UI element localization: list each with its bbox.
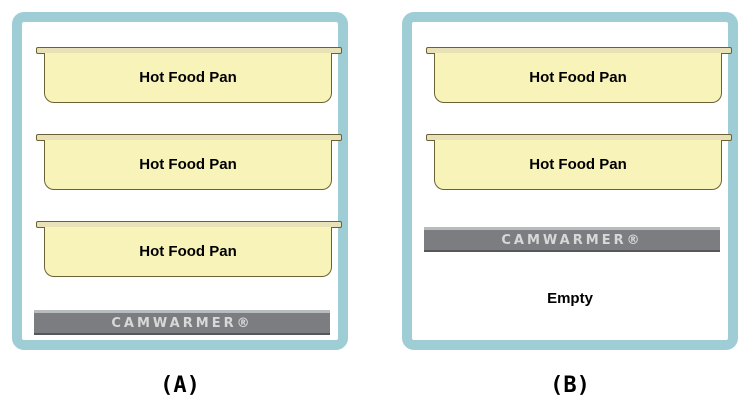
caption-a: (A)	[160, 373, 200, 398]
pan-label: Hot Food Pan	[434, 140, 722, 190]
pan-label: Hot Food Pan	[44, 227, 332, 277]
caption-b: (B)	[550, 373, 590, 398]
empty-slot-label: Empty	[547, 290, 593, 307]
camwarmer-insert: CAMWARMER®	[424, 227, 720, 252]
pan-label: Hot Food Pan	[44, 53, 332, 103]
cabinet-a: Hot Food Pan Hot Food Pan Hot Food Pan C…	[12, 12, 348, 350]
cabinet-b: Hot Food Pan Hot Food Pan CAMWARMER® Emp…	[402, 12, 738, 350]
camwarmer-insert: CAMWARMER®	[34, 310, 330, 335]
pan-label: Hot Food Pan	[434, 53, 722, 103]
pan-label: Hot Food Pan	[44, 140, 332, 190]
